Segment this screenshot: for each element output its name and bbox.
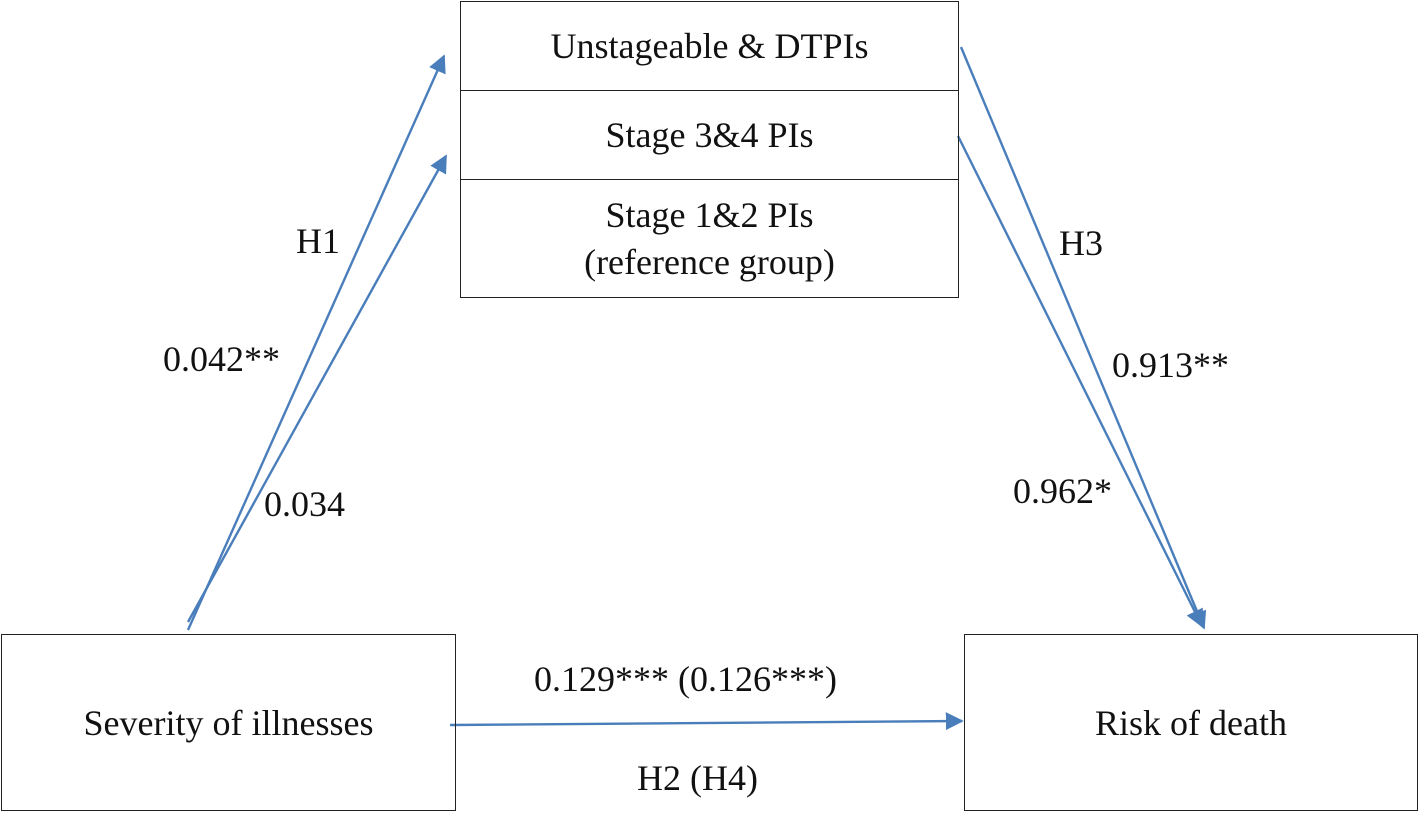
mediator-row-stage34-label: Stage 3&4 PIs: [605, 114, 814, 155]
h3-coef-unstageable: 0.913**: [1112, 345, 1229, 385]
mediator-box: Unstageable & DTPIs Stage 3&4 PIs Stage …: [460, 1, 959, 298]
source-box: Severity of illnesses: [1, 634, 456, 811]
source-box-label: Severity of illnesses: [83, 702, 374, 743]
mediator-row-stage12: Stage 1&2 PIs (reference group): [461, 180, 958, 297]
h3-label: H3: [1059, 223, 1103, 263]
mediator-row-unstageable-label: Unstageable & DTPIs: [550, 25, 869, 66]
arrow-h1-stage34: [186, 154, 448, 623]
outcome-box: Risk of death: [964, 634, 1418, 811]
mediator-row-stage12-note: (reference group): [584, 241, 835, 282]
outcome-box-label: Risk of death: [1095, 702, 1287, 743]
h1-label: H1: [296, 221, 340, 261]
arrow-h3-unstageable: [959, 46, 1207, 630]
arrow-h2-direct: [449, 712, 964, 731]
mediator-row-stage34: Stage 3&4 PIs: [461, 91, 958, 180]
h1-coef-unstageable: 0.042**: [163, 339, 280, 379]
arrow-h3-stage34: [956, 135, 1204, 628]
h3-coef-stage34: 0.962*: [1013, 471, 1112, 511]
arrow-h1-unstageable: [186, 54, 446, 631]
h1-coef-stage34: 0.034: [264, 484, 345, 524]
h2-coef: 0.129*** (0.126***): [534, 659, 837, 699]
mediator-row-unstageable: Unstageable & DTPIs: [461, 2, 958, 91]
mediator-row-stage12-label: Stage 1&2 PIs: [605, 194, 814, 235]
h2-label: H2 (H4): [637, 758, 758, 798]
